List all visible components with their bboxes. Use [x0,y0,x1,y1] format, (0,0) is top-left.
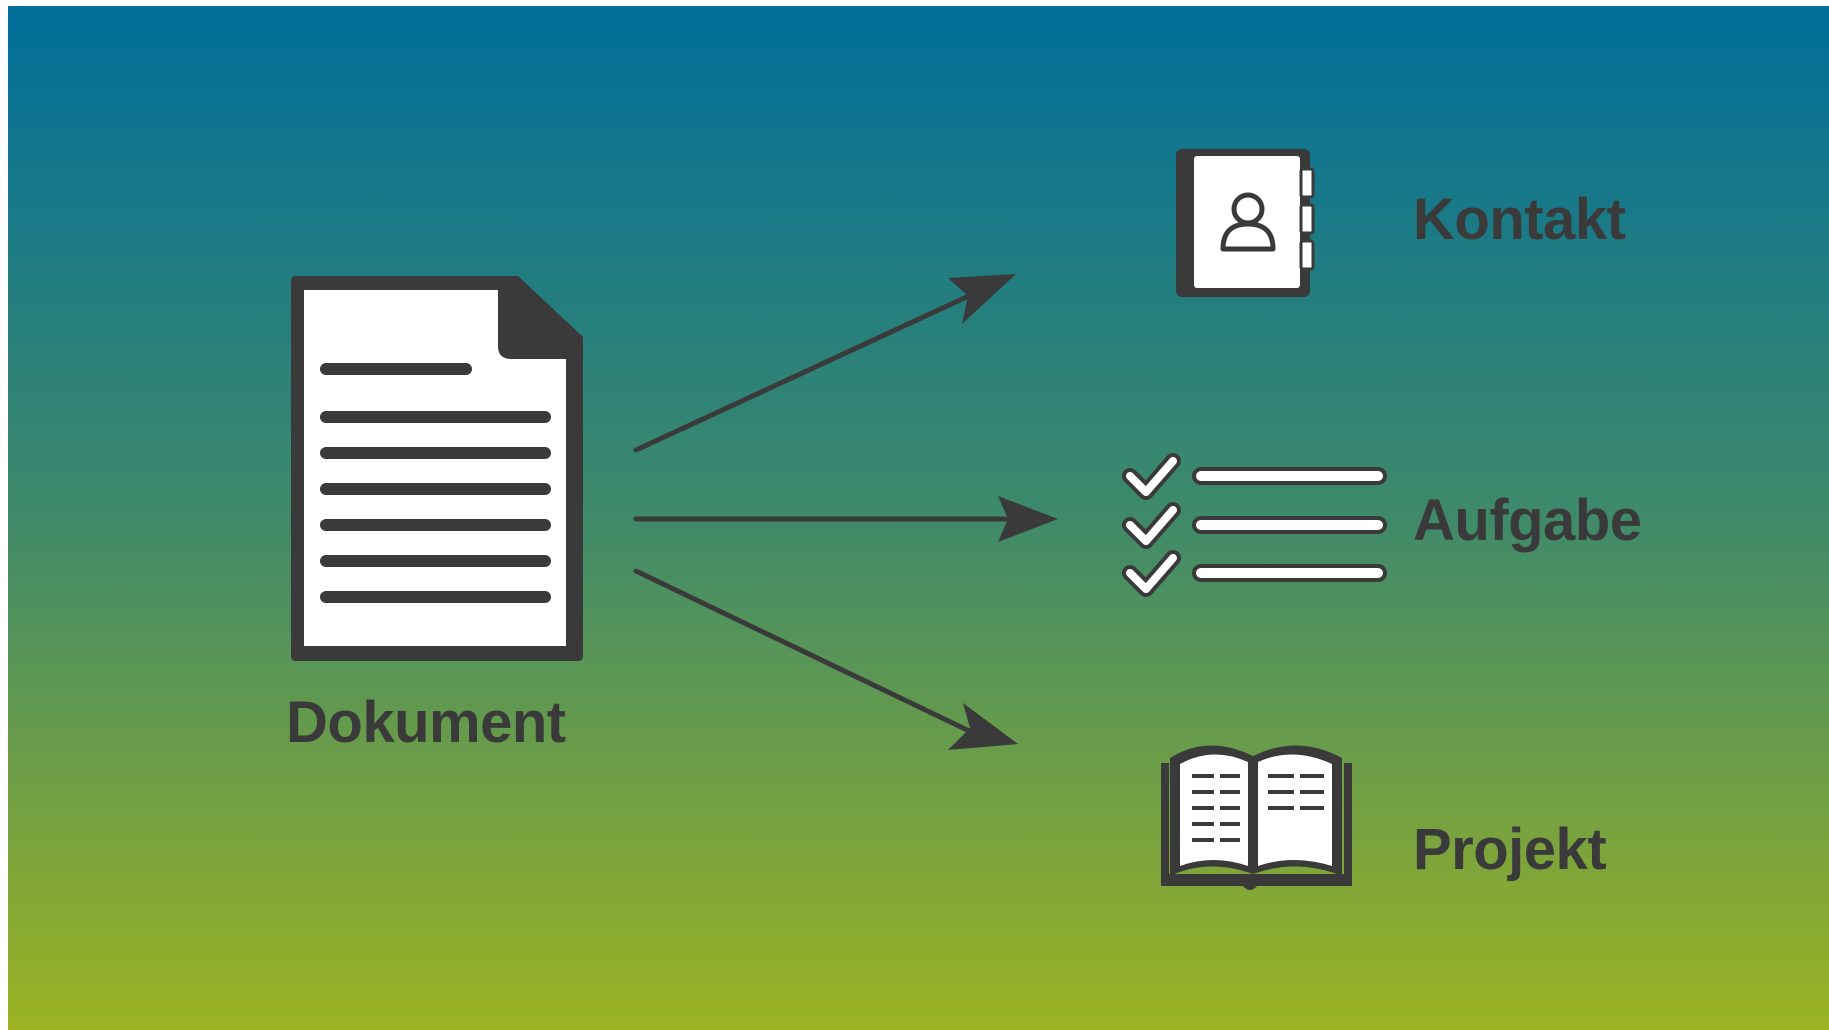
target-label-aufgabe: Aufgabe [1413,488,1642,553]
target-label-projekt: Projekt [1413,817,1606,882]
open-book-icon [1161,745,1352,890]
arrow-to-kontakt [633,285,989,453]
arrowhead-projekt [948,703,1018,750]
diagram: Dokument Kontakt Aufgabe Projekt [8,6,1829,1030]
arrow-to-projekt [633,568,991,743]
diagram-canvas: Dokument Kontakt Aufgabe Projekt [8,6,1829,1030]
document-icon [291,276,583,661]
target-label-kontakt: Kontakt [1413,187,1626,252]
arrowhead-aufgabe [998,496,1058,542]
arrowhead-kontakt [948,274,1016,324]
source-label: Dokument [286,690,566,755]
address-book-icon [1176,149,1315,297]
checklist-icon [1122,453,1387,597]
